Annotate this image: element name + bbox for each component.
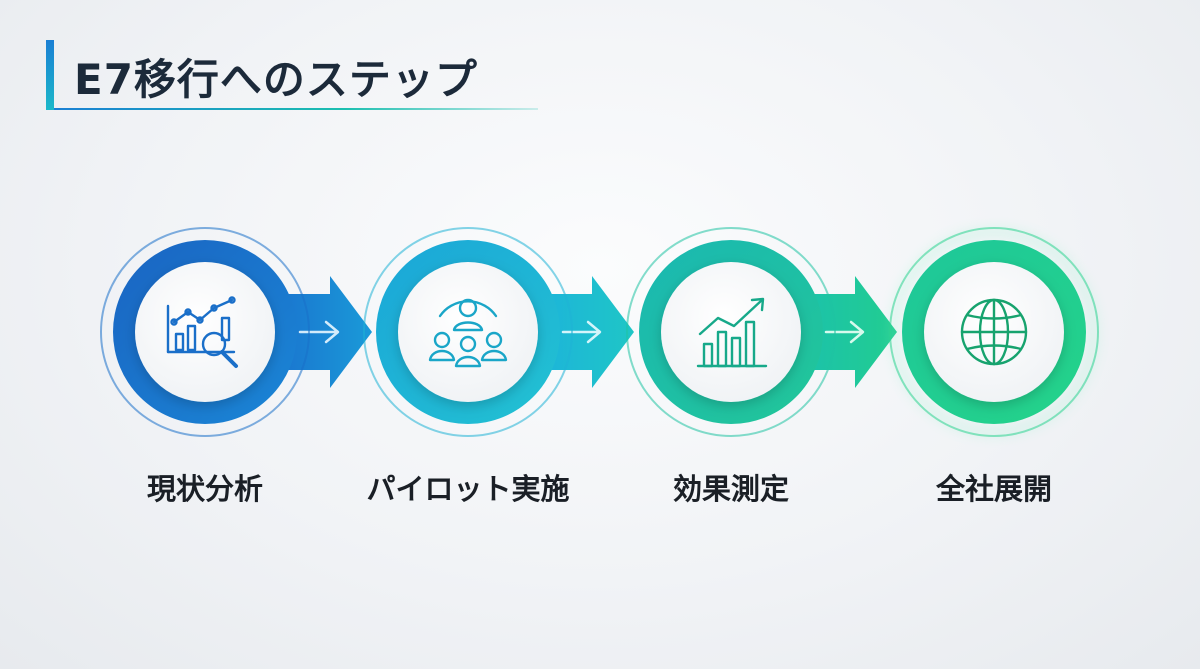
globe-icon <box>960 298 1028 366</box>
page-title-block: E7移行へのステップ <box>46 40 538 110</box>
people-group-icon <box>428 298 508 368</box>
step-1-label: 現状分析 <box>146 472 263 506</box>
arrow-3-4 <box>812 276 897 388</box>
step-2-label: パイロット実施 <box>366 472 570 506</box>
analysis-chart-magnifier-icon <box>166 296 238 368</box>
step-3-label: 効果測定 <box>672 472 789 506</box>
title-underline <box>54 108 538 110</box>
step-4-node <box>889 227 1099 437</box>
step-4-label: 全社展開 <box>935 472 1052 506</box>
step-3-node <box>626 227 836 437</box>
step-2-node <box>363 227 573 437</box>
step-1-node <box>100 227 310 437</box>
growth-bar-chart-icon <box>696 297 768 368</box>
title-accent-bar <box>46 40 54 110</box>
arrow-2-3 <box>549 276 634 388</box>
page-title: E7移行へのステップ <box>74 55 478 104</box>
arrow-1-2 <box>286 276 372 388</box>
